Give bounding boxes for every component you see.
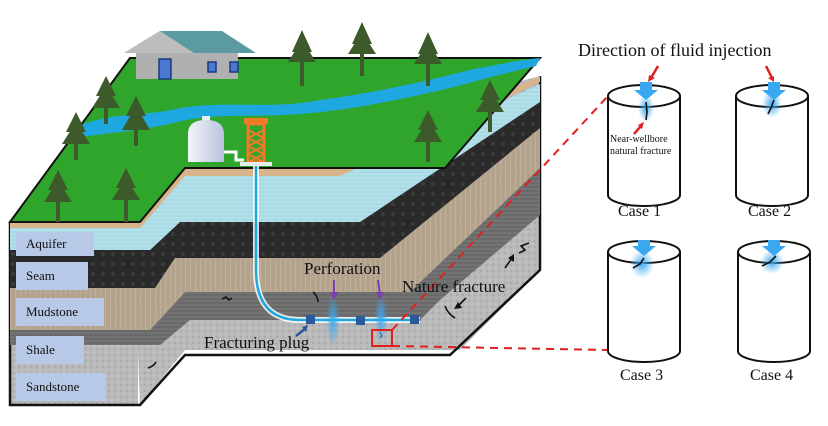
layer-label-shale: Shale [16, 336, 84, 364]
tree-icon [112, 168, 140, 222]
tree-icon [92, 76, 120, 124]
trees [44, 22, 504, 222]
tree-icon [414, 32, 442, 86]
fracture-line [767, 99, 775, 115]
layer-label-mudstone: Mudstone [16, 298, 104, 326]
injection-arrow-icon [762, 82, 786, 100]
injection-arrow-icon [634, 82, 658, 100]
case-4: Case 4 [737, 240, 811, 384]
detail-callout [371, 95, 609, 351]
perforation-label: Perforation [304, 259, 381, 278]
layer-label-aquifer: Aquifer [16, 232, 94, 256]
red-arrow-icon [649, 65, 660, 79]
tree-icon [44, 170, 72, 222]
fracturing-plug-marker [410, 315, 419, 324]
case-label: Case 1 [618, 203, 661, 220]
drilling-derrick-icon [240, 118, 272, 166]
cylinder-icon [607, 240, 681, 363]
fracture-line [632, 257, 645, 269]
shale-layer [10, 165, 540, 345]
case-label: Case 2 [748, 203, 791, 220]
house-icon [124, 31, 256, 80]
fracturing-plug-marker [306, 315, 315, 324]
red-arrow-icon [764, 65, 774, 79]
ground-surface [8, 57, 543, 223]
case-2: Case 2 [735, 65, 809, 220]
case-1: Near-wellbore natural fracture Case 1 [607, 65, 681, 220]
fracture-line [761, 255, 777, 267]
plug-pointer-arrow-icon [295, 325, 308, 337]
near-wellbore-label-line2: natural fracture [610, 146, 672, 157]
case-label: Case 3 [620, 367, 663, 384]
tree-icon [62, 112, 90, 160]
fracture-glow [326, 294, 340, 346]
tree-icon [288, 30, 316, 86]
detail-highlight-box [371, 329, 393, 347]
injection-arrow-icon [762, 240, 786, 256]
fracture-line [645, 101, 648, 121]
mudstone-layer [10, 125, 540, 330]
tree-icon [122, 96, 150, 146]
tree-icon [414, 110, 442, 162]
fluid-injection-title: Direction of fluid injection [578, 40, 771, 60]
case-label: Case 4 [750, 367, 793, 384]
river [70, 58, 540, 138]
nature-fracture-label: Nature fracture [402, 277, 505, 296]
fracturing-plug-marker [356, 316, 365, 325]
injection-arrow-icon [632, 240, 656, 256]
tree-icon [348, 22, 376, 76]
tree-icon [476, 80, 504, 132]
case-3: Case 3 [607, 240, 681, 384]
layer-label-sandstone: Sandstone [16, 373, 106, 401]
natural-fractures [147, 242, 530, 369]
layer-label-seam: Seam [16, 262, 88, 290]
water-tank-icon [188, 116, 244, 162]
near-wellbore-label-line1: Near-wellbore [610, 134, 668, 145]
perforation-arrow-icon [330, 279, 384, 300]
fracturing-plug-label: Fracturing plug [204, 333, 310, 352]
red-arrow-icon [633, 125, 642, 135]
